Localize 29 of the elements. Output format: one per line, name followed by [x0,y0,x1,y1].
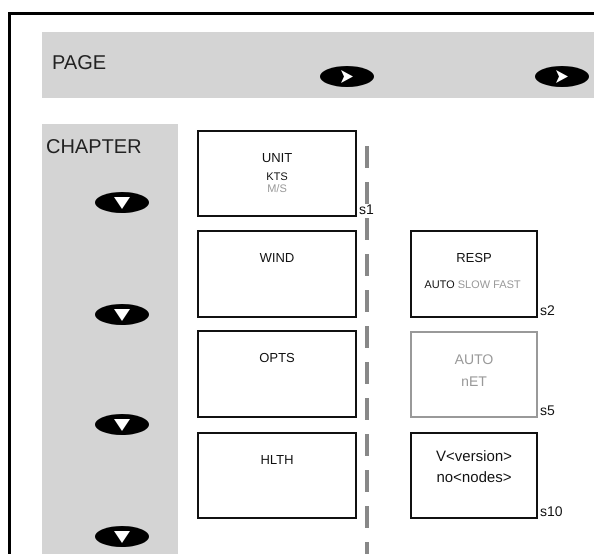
step-label: s10 [540,503,563,519]
menu-box [410,432,538,519]
option-text: SLOW [458,279,490,291]
option-text: FAST [493,279,521,291]
option-text: AUTO [424,279,455,291]
option-text: nET [461,373,487,389]
menu-box [197,330,357,418]
step-label: s2 [540,302,555,318]
menu-box [410,331,538,418]
menu-box [197,130,357,217]
menu-title: RESP [456,250,492,265]
menu-title: V<version> [436,448,512,465]
option-text: M/S [267,183,287,195]
step-label: s5 [540,402,555,418]
page-band [42,32,594,98]
menu-title: OPTS [259,350,295,365]
chapter-band [42,124,178,554]
band-title: PAGE [52,52,106,75]
menu-box [197,432,357,519]
menu-box [410,230,538,318]
option-text: no<nodes> [436,469,512,486]
menu-title: WIND [260,250,294,265]
menu-title: UNIT [262,150,292,165]
step-label: s1 [359,201,374,217]
menu-box [197,230,357,318]
band-title: CHAPTER [46,136,142,159]
menu-title: HLTH [260,452,294,467]
option-text: KTS [266,171,288,183]
menu-title: AUTO [454,351,494,367]
